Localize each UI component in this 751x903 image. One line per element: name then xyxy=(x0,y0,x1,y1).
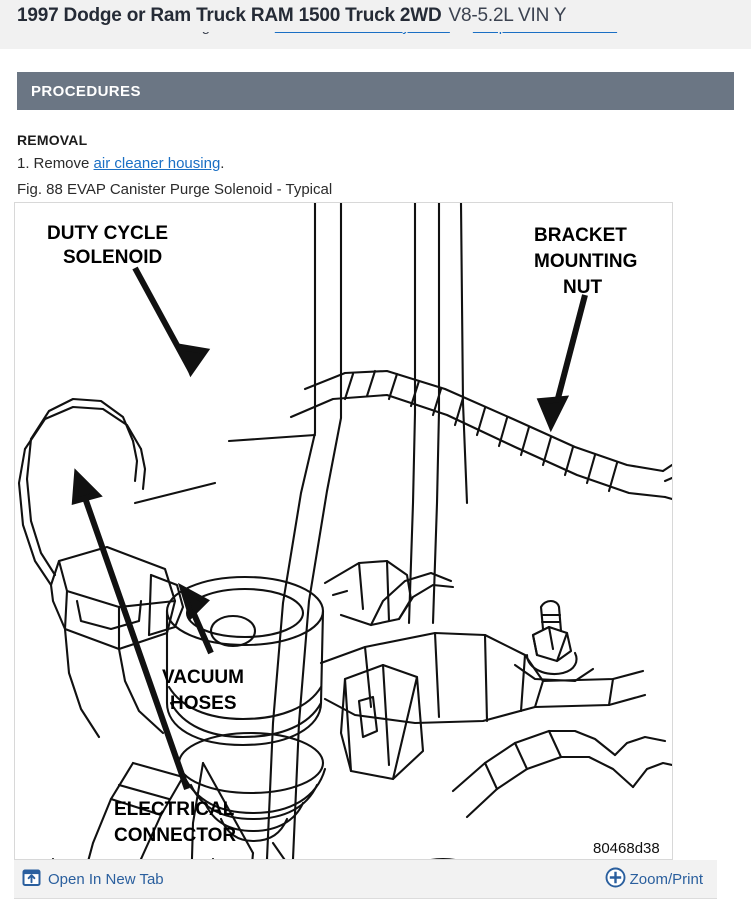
callout-bracket-mounting-nut-line3: NUT xyxy=(563,277,602,298)
breadcrumb-separator: › xyxy=(74,32,79,35)
callout-vacuum-hoses-line2: HOSES xyxy=(170,693,237,714)
open-in-new-tab-label: Open In New Tab xyxy=(48,870,164,888)
page-title: 1997 Dodge or Ram Truck RAM 1500 Truck 2… xyxy=(17,5,442,26)
open-in-new-tab-button[interactable]: Open In New Tab xyxy=(22,868,164,891)
breadcrumb-item-emission-control-systems[interactable]: Emission Control Systems xyxy=(275,32,450,35)
toolbar-divider xyxy=(14,898,717,899)
figure-toolbar: Open In New Tab Zoom/Print xyxy=(14,860,717,898)
callout-electrical-connector-line1: ELECTRICAL xyxy=(114,799,235,820)
air-cleaner-housing-link[interactable]: air cleaner housing xyxy=(93,155,221,172)
procedure-content: REMOVAL 1.Remove air cleaner housing. Fi… xyxy=(0,110,751,200)
figure-part-number: 80468d38 xyxy=(593,840,660,857)
external-window-icon xyxy=(22,868,41,891)
callout-bracket-mounting-nut-line1: BRACKET xyxy=(534,225,627,246)
header-spacer xyxy=(0,49,751,72)
figure-caption: Fig. 88 EVAP Canister Purge Solenoid - T… xyxy=(17,181,333,198)
list-item: 1.Remove air cleaner housing. xyxy=(17,154,751,174)
callout-vacuum-hoses-line1: VACUUM xyxy=(162,667,244,688)
callout-bracket-mounting-nut-line2: MOUNTING xyxy=(534,251,637,272)
evap-canister-purge-solenoid-diagram: DUTY CYCLE SOLENOID BRACKET MOUNTING NUT… xyxy=(15,203,672,859)
breadcrumb-separator: › xyxy=(459,32,464,35)
breadcrumb-separator: › xyxy=(261,32,266,35)
circle-plus-icon xyxy=(605,867,626,892)
breadcrumb-item-powertrain-management[interactable]: Powertrain Management xyxy=(88,32,251,35)
section-header-procedures: PROCEDURES xyxy=(17,72,734,110)
breadcrumb: Vehicle › Powertrain Management › Emission C… xyxy=(0,32,751,49)
step-text-after: . xyxy=(220,155,225,172)
breadcrumb-item-evaporative-emission[interactable]: Evaporative Emission xyxy=(473,32,617,35)
figure-image-panel[interactable]: DUTY CYCLE SOLENOID BRACKET MOUNTING NUT… xyxy=(14,202,673,860)
removal-heading: REMOVAL xyxy=(17,132,88,148)
step-number: 1. xyxy=(17,155,30,172)
section-header-label: PROCEDURES xyxy=(31,82,141,100)
breadcrumb-item-vehicle[interactable]: Vehicle xyxy=(17,32,65,35)
zoom-print-button[interactable]: Zoom/Print xyxy=(605,867,703,892)
engine-subtitle: V8-5.2L VIN Y xyxy=(448,5,567,26)
step-text-before: Remove xyxy=(33,155,94,172)
callout-electrical-connector-line2: CONNECTOR xyxy=(114,825,236,846)
removal-step-list: 1.Remove air cleaner housing. xyxy=(0,154,751,174)
page-header: 1997 Dodge or Ram Truck RAM 1500 Truck 2… xyxy=(0,0,751,32)
callout-duty-cycle-solenoid-line1: DUTY CYCLE xyxy=(47,223,168,244)
zoom-print-label: Zoom/Print xyxy=(629,870,703,888)
callout-duty-cycle-solenoid-line2: SOLENOID xyxy=(63,247,162,268)
